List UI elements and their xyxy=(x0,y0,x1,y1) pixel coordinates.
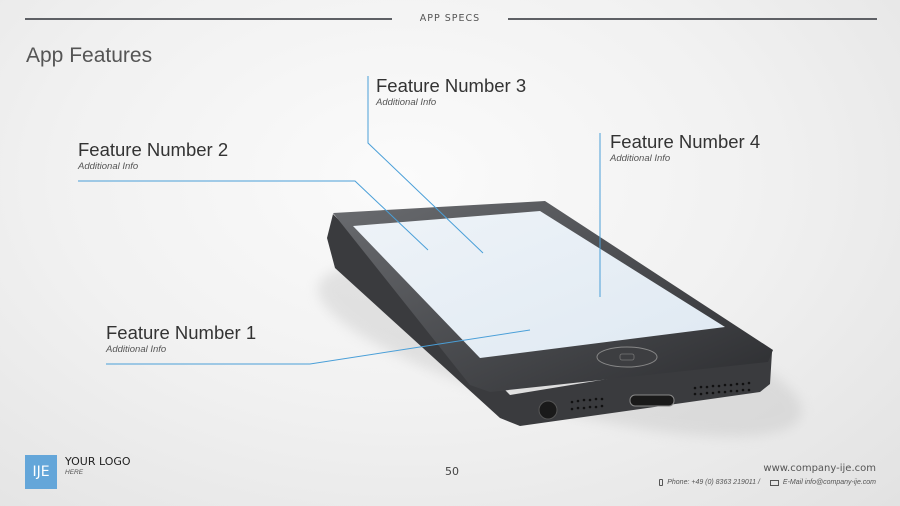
feature-info: Additional Info xyxy=(610,153,671,164)
logo-subtitle: HERE xyxy=(65,469,84,476)
feature-info: Additional Info xyxy=(106,344,167,355)
mail-icon xyxy=(769,479,779,486)
page-number: 50 xyxy=(445,465,459,478)
headphone-jack xyxy=(538,400,558,420)
contact-line: Phone: +49 (0) 8363 219011 / E-Mail info… xyxy=(659,479,876,486)
phone-icon xyxy=(659,479,664,486)
feature-3: Feature Number 3 Additional Info xyxy=(376,75,526,108)
feature-info: Additional Info xyxy=(78,161,139,172)
phone-screen xyxy=(353,211,725,358)
feature-name: Feature Number 1 xyxy=(106,322,257,343)
header-rule-left xyxy=(25,18,392,20)
feature-name: Feature Number 3 xyxy=(376,75,527,96)
leader-line-feature-1 xyxy=(106,329,531,365)
speaker-grilles xyxy=(570,381,751,411)
home-button xyxy=(596,346,658,368)
phone-number: Phone: +49 (0) 8363 219011 / xyxy=(667,479,760,486)
feature-1: Feature Number 1 Additional Info xyxy=(106,322,256,355)
email: E-Mail info@company-ije.com xyxy=(782,479,876,486)
section-label: APP SPECS xyxy=(419,13,481,24)
logo-title: YOUR LOGO xyxy=(65,455,131,468)
feature-2: Feature Number 2 Additional Info xyxy=(78,139,228,172)
feature-info: Additional Info xyxy=(376,97,437,108)
charging-port xyxy=(629,394,675,407)
feature-name: Feature Number 2 xyxy=(78,139,229,160)
website: www.company-ije.com xyxy=(763,463,876,474)
page-title: App Features xyxy=(26,44,153,67)
feature-4: Feature Number 4 Additional Info xyxy=(610,131,760,164)
feature-name: Feature Number 4 xyxy=(610,131,761,152)
leader-line-feature-2 xyxy=(78,180,429,251)
logo-mark: IJE xyxy=(25,455,57,489)
leader-line-feature-3 xyxy=(367,76,484,254)
header-rule-right xyxy=(508,18,877,20)
